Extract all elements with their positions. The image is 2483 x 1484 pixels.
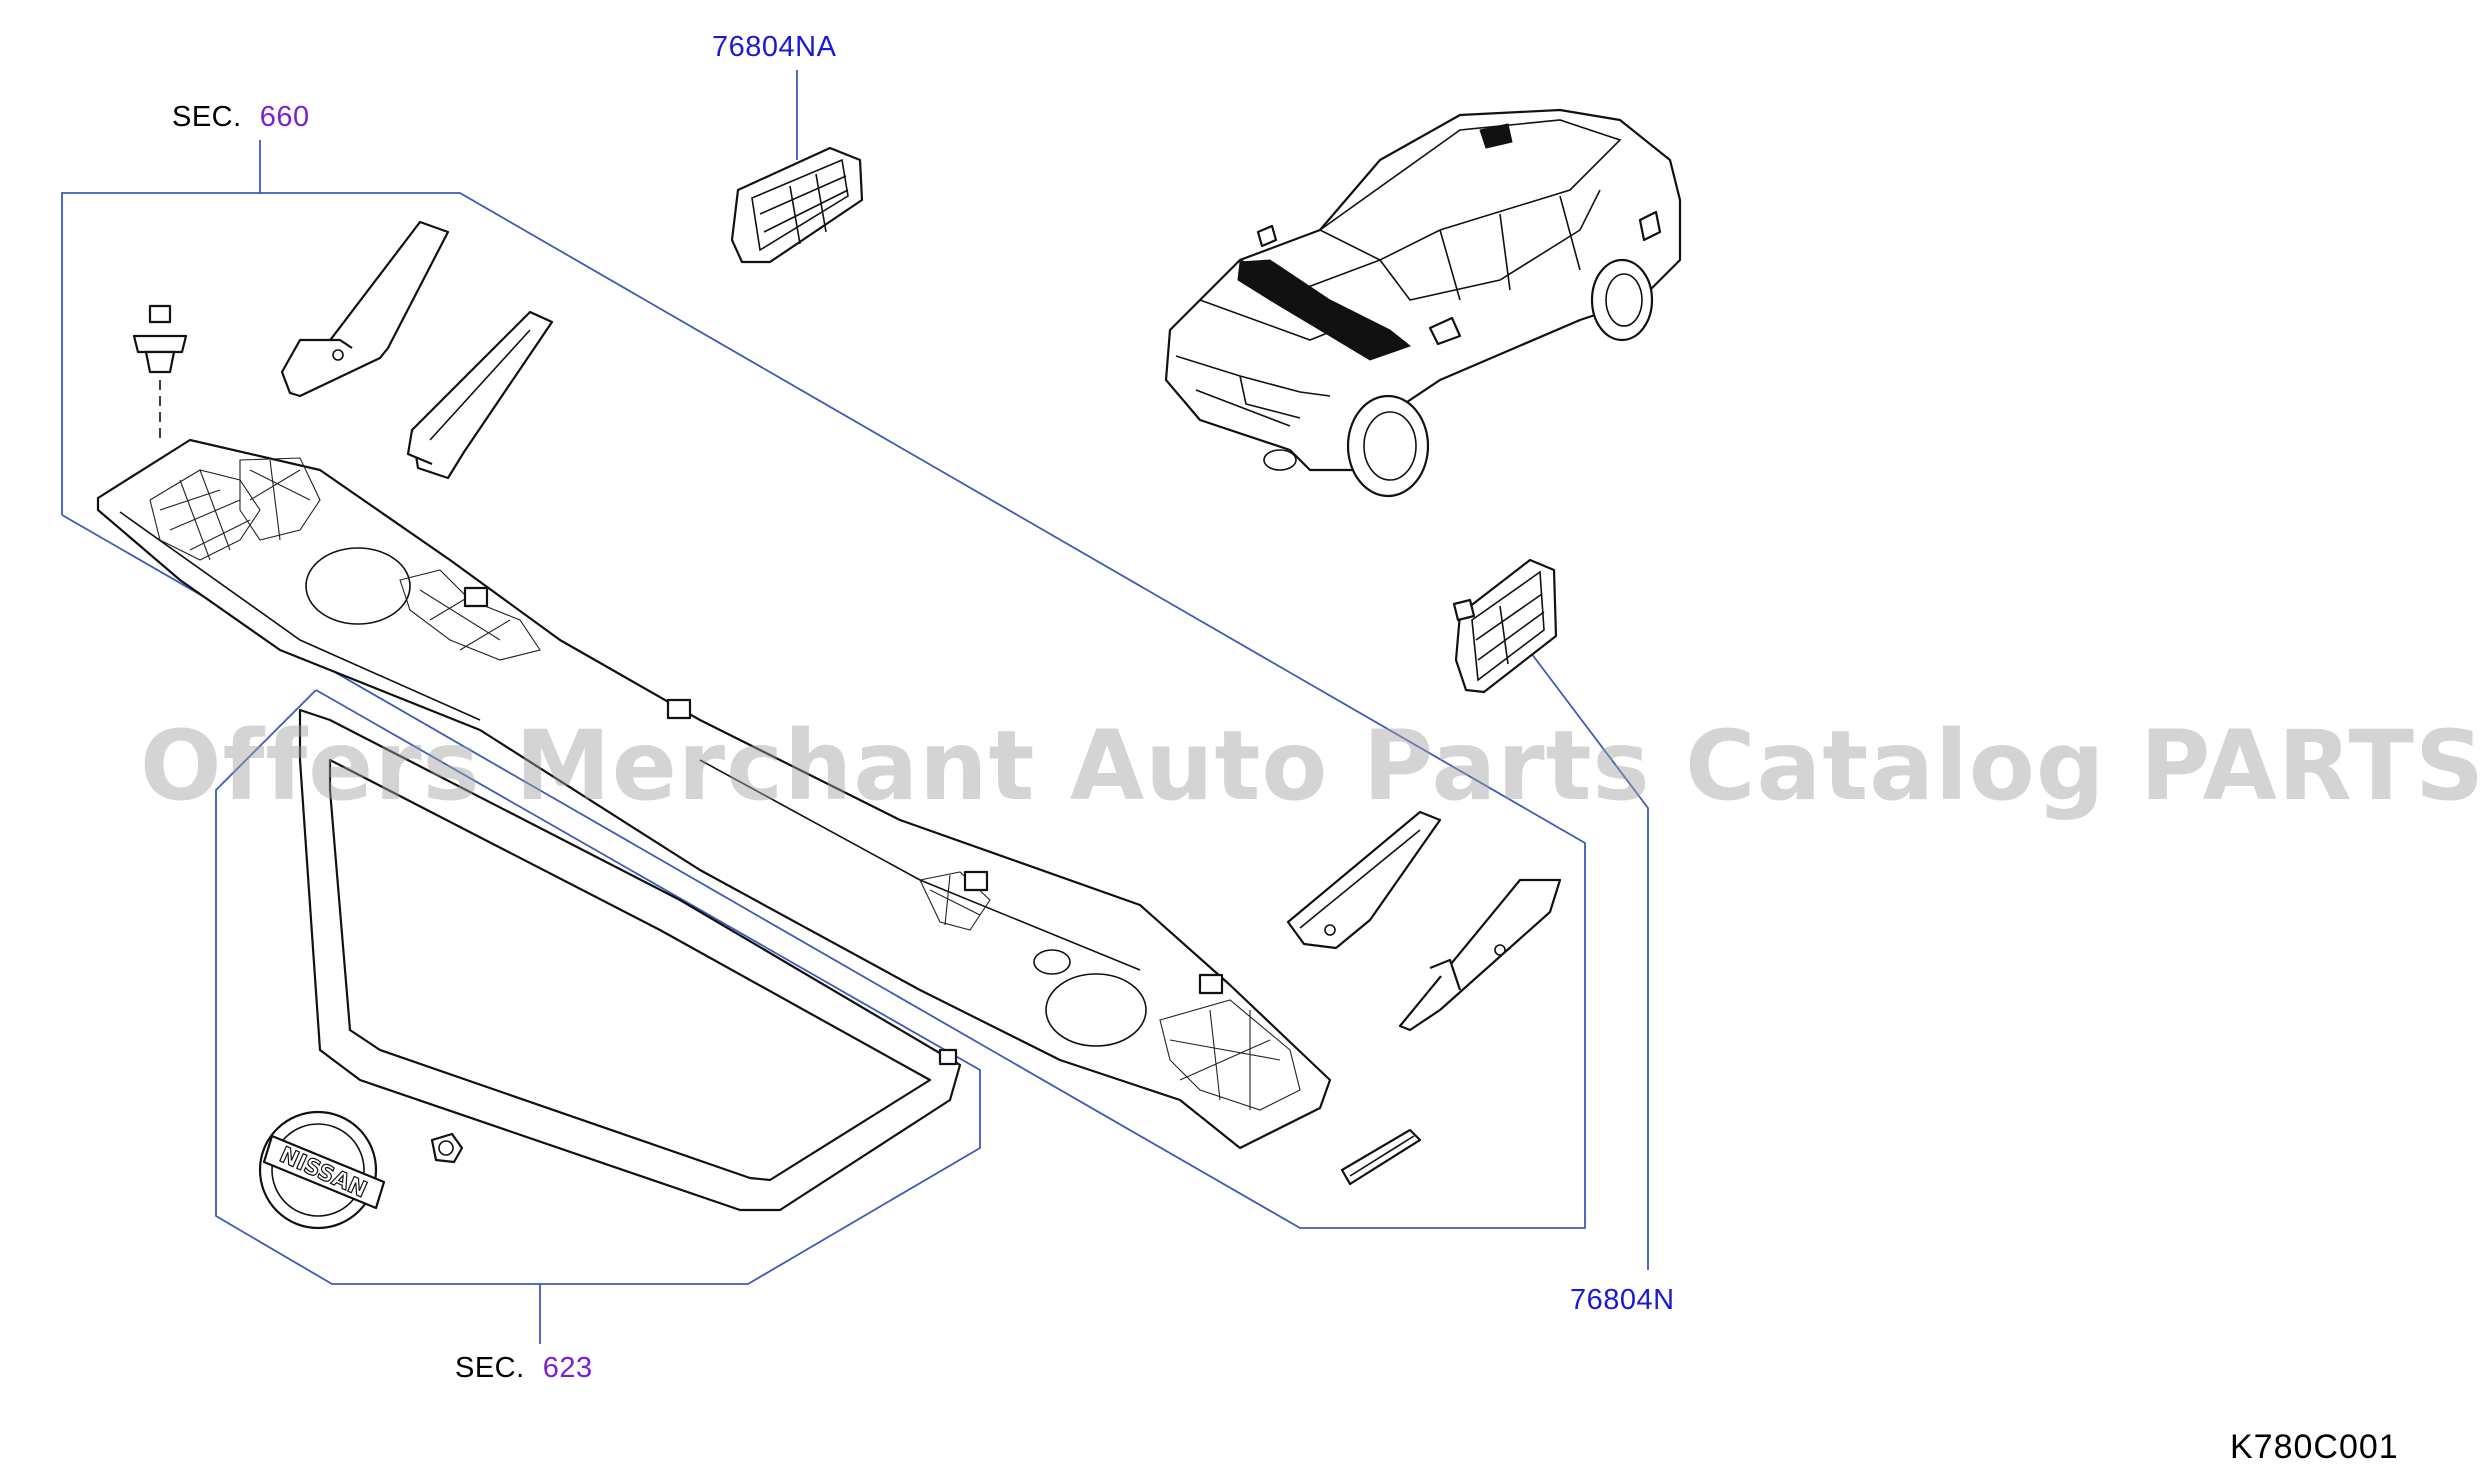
sec-660-number[interactable]: 660 [259,101,310,133]
cowl-side-panel-left [280,220,450,398]
sec-623-number[interactable]: 623 [542,1352,593,1384]
sec-623-prefix: SEC. [455,1352,525,1384]
ventilator-grille-76804na [730,146,864,264]
emblem-clip-part [430,1132,464,1164]
label-sec-623: SEC. 623 [455,1351,593,1385]
clip-fastener-part [132,304,188,440]
label-part-76804na[interactable]: 76804NA [712,31,837,63]
nissan-emblem-part: NISSAN [258,1110,386,1230]
callout-sec-660 [61,140,1586,1229]
grille-surround [298,708,962,1212]
cowl-side-panel-right [1398,878,1562,1032]
cowl-seal-bracket-upper [406,310,554,480]
watermark-text: Offers Merchant Auto Parts Catalog PARTS… [140,710,2483,822]
sec-660-prefix: SEC. [172,101,242,133]
label-part-76804n[interactable]: 76804N [1570,1284,1675,1316]
cowl-seal-bracket-lower [1286,810,1442,950]
callout-76804n [1524,644,1649,1270]
diagram-code: K780C001 [2230,1428,2399,1466]
cowl-top-panel [96,438,1332,1150]
car-overview-illustration [1164,108,1682,498]
sealing-strip [1340,1128,1422,1186]
label-sec-660: SEC. 660 [172,100,310,134]
ventilator-grille-76804n [1452,558,1558,694]
callout-sec-623 [215,689,981,1344]
